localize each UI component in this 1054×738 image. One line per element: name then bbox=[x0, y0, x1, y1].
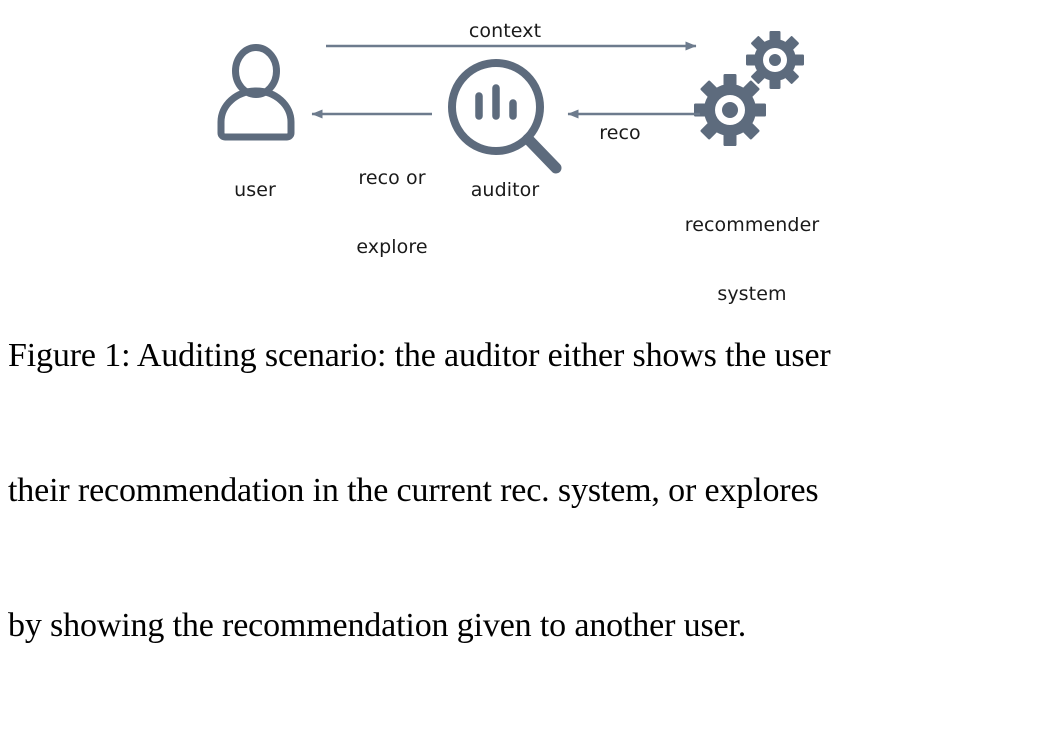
caption-line-1: Figure 1: Auditing scenario: the auditor… bbox=[8, 337, 831, 374]
figure-caption: Figure 1: Auditing scenario: the auditor… bbox=[8, 243, 1048, 738]
node-label-recommender-system: recommender system bbox=[672, 168, 832, 352]
node-label-user: user bbox=[234, 179, 276, 201]
node-label-line2: system bbox=[717, 283, 787, 305]
figure-page: context reco or explore reco user audito… bbox=[0, 0, 1054, 644]
edge-label-line1: reco or bbox=[358, 167, 426, 189]
edge-label-line2: explore bbox=[356, 236, 428, 258]
user-icon bbox=[217, 44, 295, 141]
gears-icon bbox=[694, 31, 804, 146]
caption-line-2: their recommendation in the current rec.… bbox=[8, 472, 819, 509]
node-label-auditor: auditor bbox=[470, 179, 540, 201]
magnifier-chart-icon bbox=[448, 59, 562, 174]
edge-label-reco: reco bbox=[599, 122, 641, 144]
diagram-canvas bbox=[217, 31, 804, 174]
edge-label-reco-or-explore: reco or explore bbox=[322, 121, 462, 305]
node-label-line1: recommender bbox=[684, 214, 820, 236]
diagram-figure: context reco or explore reco user audito… bbox=[0, 0, 1054, 305]
caption-line-3: by showing the recommendation given to a… bbox=[8, 607, 747, 644]
edge-label-context: context bbox=[468, 20, 542, 42]
